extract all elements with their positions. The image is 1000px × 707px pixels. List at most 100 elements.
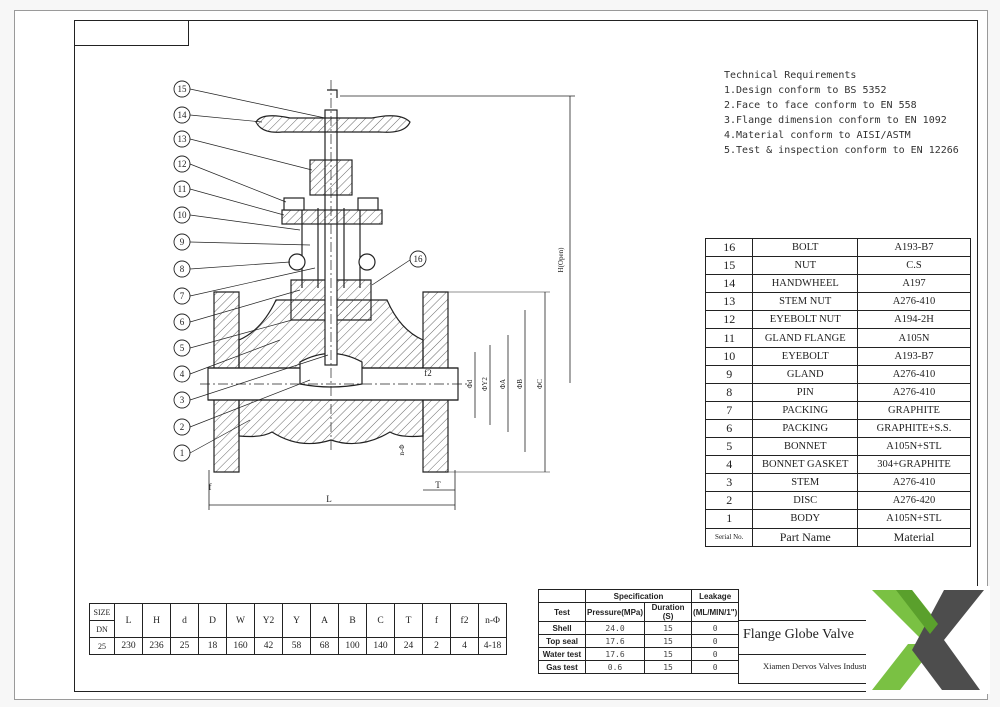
callout-number: 6 [180,317,185,327]
tech-item: 3.Flange dimension conform to EN 1092 [724,115,947,126]
tech-item: 2.Face to face conform to EN 558 [724,100,917,111]
parts-list-header: Serial No. Part Name Material [704,527,971,547]
callout-balloon [173,130,191,148]
dimension-table: SIZE L H d D W Y2 Y A B C T f f2 n-Φ DN … [89,603,507,655]
dim-A: ΦA [499,379,507,389]
dimension-cell: 160 [226,637,255,655]
callout-balloon [173,418,191,436]
dim-B: ΦB [516,379,524,389]
pin-right [358,253,376,271]
tech-item: 1.Design conform to BS 5352 [724,85,887,96]
dimension-cell: 58 [282,637,311,655]
drawing-title: Flange Globe Valve [743,627,854,642]
dimension-cell: 230 [114,637,143,655]
callout-balloon [173,106,191,124]
callout-number: 11 [178,184,187,194]
callout-balloon [173,287,191,305]
callout-balloon [173,233,191,251]
company-name: Xiamen Dervos Valves Industr [763,661,868,671]
dim-L: L [326,494,332,504]
callout-number: 5 [180,343,185,353]
callout-number: 12 [178,159,187,169]
callout-balloon [173,365,191,383]
handwheel [255,115,411,133]
callout-balloon [173,80,191,98]
tech-heading: Technical Requirements [724,70,857,81]
callout-balloon [173,339,191,357]
callout-balloon [173,260,191,278]
dim-C: ΦC [536,379,544,389]
callout-balloon [173,313,191,331]
drawing-frame [74,20,978,692]
callout-number: 8 [180,264,185,274]
callout-number: 4 [180,369,185,379]
specification-table: Specification Leakage Test Pressure(MPa)… [538,589,740,674]
tech-item: 4.Material conform to AISI/ASTM [724,130,911,141]
dimension-cell: 25 [170,637,199,655]
dervos-x-logo-icon [866,586,990,694]
dimension-cell: 100 [338,637,367,655]
callout-number: 9 [180,237,185,247]
callout-number: 1 [180,448,185,458]
callout-number: 7 [180,291,185,301]
title-block: Flange Globe Valve Xiamen Dervos Valves … [738,620,976,684]
technical-requirements: Technical Requirements 1.Design conform … [724,68,959,158]
gland-flange [281,209,383,225]
pin-left [288,253,306,271]
dim-T: T [435,480,441,490]
callout-balloon [173,180,191,198]
callout-number: 3 [180,395,185,405]
callout-number: 13 [178,134,188,144]
callout-balloon [173,391,191,409]
dimension-cell: 42 [254,637,283,655]
dim-Y2: ΦY2 [481,377,489,391]
callout-number: 15 [178,84,188,94]
dimension-cell: 18 [198,637,227,655]
dimension-cell: 68 [310,637,339,655]
callout-number: 16 [414,254,424,264]
callout-number: 10 [178,210,188,220]
dim-H: H(Open) [557,247,565,273]
dimension-cell: 24 [394,637,423,655]
dimension-cell: 236 [142,637,171,655]
size-label: SIZE [89,603,115,621]
dimension-cell: 4-18 [478,637,507,655]
dim-n: n-Φ [398,445,406,456]
dimension-cell: 140 [366,637,395,655]
callout-number: 2 [180,422,185,432]
callout-balloon [409,250,427,268]
drawing-number-box [74,20,189,46]
callout-balloon [173,206,191,224]
dimension-cell: 25 [89,637,115,655]
dim-f2: f2 [424,368,432,378]
callout-balloon [173,155,191,173]
callout-balloon [173,444,191,462]
dn-label: DN [89,620,115,638]
tech-item: 5.Test & inspection conform to EN 12266 [724,145,959,156]
dimension-cell: 4 [450,637,479,655]
callout-number: 14 [178,110,188,120]
dim-f: f [209,482,212,492]
